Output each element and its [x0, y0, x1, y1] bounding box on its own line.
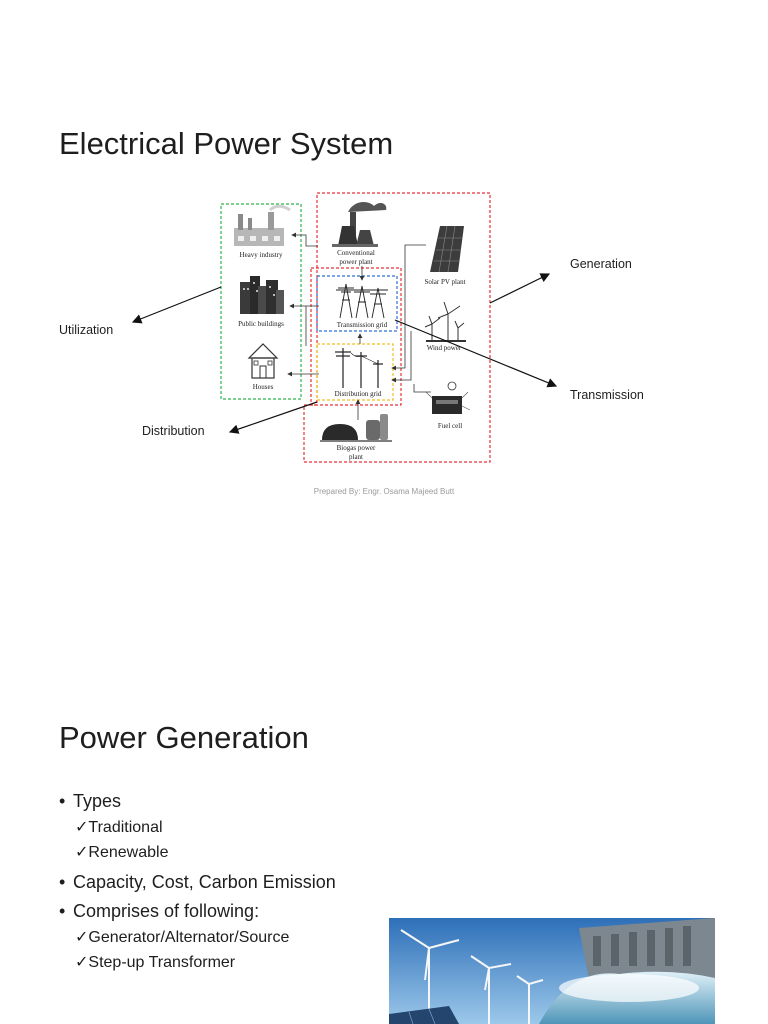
callout-arrows [131, 273, 558, 434]
callout-generation: Generation [570, 257, 632, 271]
sub-item-text: Renewable [88, 844, 169, 861]
sub-list: ✓Traditional ✓Renewable [59, 815, 336, 865]
sub-item-text: Traditional [88, 819, 163, 836]
label-conventional-2: power plant [339, 258, 372, 266]
buildings-icon [240, 276, 284, 314]
solar-panel-icon [430, 225, 464, 273]
bullet-dot: • [59, 901, 66, 921]
check-icon: ✓ [75, 929, 89, 946]
bullet-text: Capacity, Cost, Carbon Emission [73, 872, 336, 892]
slide-footer: Prepared By: Engr. Osama Majeed Butt [313, 487, 455, 496]
page-title-power-generation: Power Generation [59, 720, 309, 755]
callout-utilization: Utilization [59, 323, 113, 337]
fuel-cell-icon [425, 381, 471, 414]
label-transmission-grid: Transmission grid [337, 321, 388, 329]
check-icon: ✓ [75, 844, 89, 861]
label-distribution-grid: Distribution grid [335, 390, 382, 398]
bullet-dot: • [59, 872, 66, 892]
spacer [59, 893, 336, 900]
callout-transmission: Transmission [570, 388, 644, 402]
sub-item: ✓Renewable [75, 840, 336, 865]
label-heavy-industry: Heavy industry [240, 251, 283, 259]
label-biogas-2: plant [349, 453, 363, 461]
callout-distribution: Distribution [142, 424, 205, 438]
bullet-item: • Capacity, Cost, Carbon Emission [59, 871, 336, 893]
slide-power-generation: Power Generation •Types ✓Traditional ✓Re… [0, 590, 768, 1024]
label-houses: Houses [253, 383, 274, 391]
inner-generation-box [310, 267, 402, 406]
sub-item-text: Generator/Alternator/Source [88, 929, 290, 946]
bullet-dot: • [59, 791, 66, 811]
transmission-box [316, 275, 398, 332]
photo-illustration [389, 918, 715, 1024]
power-plant-icon [332, 202, 387, 247]
label-wind: Wind power [427, 344, 462, 352]
slide-electrical-power-system: Electrical Power System He [59, 126, 644, 496]
transmission-tower-icon [336, 283, 388, 319]
sub-item: ✓Traditional [75, 815, 336, 840]
sub-item: ✓Step-up Transformer [75, 950, 336, 975]
wind-turbine-icon [424, 301, 466, 342]
label-public-buildings: Public buildings [238, 320, 284, 328]
power-system-diagram: Heavy industry Public buildings Houses [59, 192, 644, 463]
bullet-text: Comprises of following: [73, 901, 260, 921]
bullet-list: •Types ✓Traditional ✓Renewable •Capacity… [59, 790, 336, 981]
utilization-box [220, 203, 302, 400]
label-fuel-cell: Fuel cell [438, 422, 462, 430]
biogas-plant-icon [320, 414, 392, 442]
house-icon [247, 343, 279, 379]
check-icon: ✓ [75, 819, 89, 836]
label-conventional-1: Conventional [337, 249, 375, 257]
distribution-pole-icon [335, 348, 383, 388]
bullet-text: Types [73, 791, 122, 811]
check-icon: ✓ [75, 954, 89, 971]
renewable-energy-photo [389, 918, 715, 1024]
connection-lines [287, 232, 431, 420]
sub-item-text: Step-up Transformer [88, 954, 236, 971]
distribution-box [316, 343, 394, 401]
sub-list: ✓Generator/Alternator/Source ✓Step-up Tr… [59, 925, 336, 975]
factory-icon [234, 204, 291, 246]
label-biogas-1: Biogas power [337, 444, 376, 452]
bullet-item: •Comprises of following: ✓Generator/Alte… [59, 900, 336, 975]
bullet-item: •Types ✓Traditional ✓Renewable [59, 790, 336, 865]
label-solar: Solar PV plant [424, 278, 465, 286]
page-title: Electrical Power System [59, 126, 394, 161]
sub-item: ✓Generator/Alternator/Source [75, 925, 336, 950]
